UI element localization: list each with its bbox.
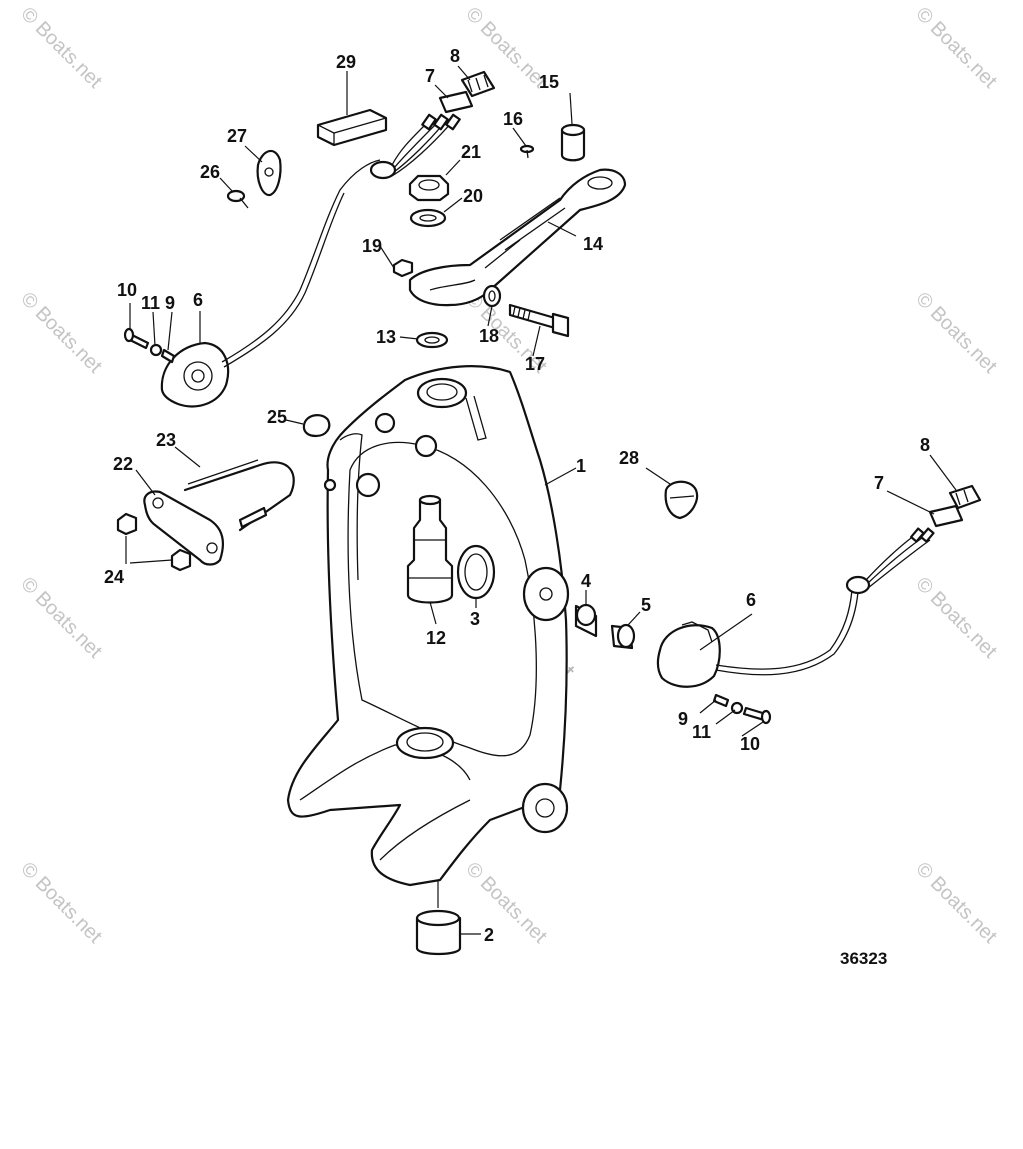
callout-23: 23 xyxy=(156,430,176,450)
nut-24-a xyxy=(116,512,138,536)
bushing-2 xyxy=(415,880,462,956)
figure-number: 36323 xyxy=(840,949,887,968)
watermark: © Boats.net xyxy=(911,573,1001,663)
callout-28: 28 xyxy=(619,448,639,468)
watermark: © Boats.net xyxy=(16,3,106,93)
connector-8-right xyxy=(948,484,982,510)
spring-9-left xyxy=(160,348,176,364)
steering-arm-14 xyxy=(408,168,627,307)
callout-11-left: 11 xyxy=(141,293,160,313)
watermark: © Boats.net xyxy=(911,858,1001,948)
clip-25 xyxy=(302,414,331,438)
callout-14: 14 xyxy=(583,234,603,254)
callout-12: 12 xyxy=(426,628,446,648)
callout-4: 4 xyxy=(581,571,591,591)
watermark: © Boats.net xyxy=(911,288,1001,378)
callout-29: 29 xyxy=(336,52,356,72)
watermark: © Boats.net xyxy=(16,573,106,663)
washer-13 xyxy=(415,331,449,349)
bushing-5 xyxy=(610,623,636,650)
callout-13: 13 xyxy=(376,327,396,347)
nut-24-b xyxy=(170,548,192,572)
screw-16 xyxy=(519,144,535,159)
callout-3: 3 xyxy=(470,609,480,629)
callout-7-left: 7 xyxy=(425,66,435,86)
callout-9-right: 9 xyxy=(678,709,688,729)
watermark: © Boats.net xyxy=(16,858,106,948)
spring-9-right xyxy=(712,693,730,708)
callout-10-right: 10 xyxy=(740,734,760,754)
washer-20 xyxy=(409,208,447,228)
callout-17: 17 xyxy=(525,354,545,374)
wire-harness-right xyxy=(845,527,935,595)
steering-shaft-12 xyxy=(406,494,454,604)
trim-sender-6-left xyxy=(160,159,381,408)
u-bolt-23 xyxy=(183,459,295,532)
cap-15 xyxy=(560,123,586,162)
o-ring-3 xyxy=(456,544,496,600)
callout-16: 16 xyxy=(503,109,523,129)
connector-8-left xyxy=(460,70,496,98)
connector-7-left xyxy=(438,90,474,114)
callout-20: 20 xyxy=(463,186,483,206)
watermark: © Boats.net xyxy=(911,3,1001,93)
callout-11-right: 11 xyxy=(692,722,711,742)
screw-26 xyxy=(226,189,249,209)
bushing-4 xyxy=(574,603,598,638)
watermark: © Boats.net xyxy=(16,288,106,378)
callout-1: 1 xyxy=(576,456,586,476)
washer-11-left xyxy=(149,343,163,357)
leader-lines xyxy=(125,65,957,935)
bracket-29 xyxy=(316,108,388,147)
callout-7-right: 7 xyxy=(874,473,884,493)
callout-5: 5 xyxy=(641,595,651,615)
callout-6-right: 6 xyxy=(746,590,756,610)
trim-sender-6-right xyxy=(656,589,859,688)
callout-27: 27 xyxy=(227,126,247,146)
washer-18 xyxy=(482,284,502,308)
callout-22: 22 xyxy=(113,454,133,474)
callout-6-left: 6 xyxy=(193,290,203,310)
callout-25: 25 xyxy=(267,407,287,427)
callout-19: 19 xyxy=(362,236,382,256)
gimbal-housing xyxy=(286,365,570,887)
callout-26: 26 xyxy=(200,162,220,182)
callout-labels: 1 2 3 4 5 6 6 7 7 8 8 9 9 10 10 11 11 12… xyxy=(104,46,930,945)
plate-27 xyxy=(256,149,282,197)
callout-18: 18 xyxy=(479,326,499,346)
callout-10-left: 10 xyxy=(117,280,137,300)
callout-9-left: 9 xyxy=(165,293,175,313)
wire-harness-left xyxy=(369,113,461,180)
screw-10-right xyxy=(742,706,772,725)
bolt-17 xyxy=(508,303,570,338)
callout-15: 15 xyxy=(539,72,559,92)
nut-21 xyxy=(408,174,450,202)
callout-24: 24 xyxy=(104,567,124,587)
screw-10-left xyxy=(123,327,150,350)
callout-21: 21 xyxy=(461,142,481,162)
callout-8-right: 8 xyxy=(920,435,930,455)
clamp-28 xyxy=(664,480,699,520)
connector-7-right xyxy=(928,504,964,528)
callout-8-left: 8 xyxy=(450,46,460,66)
callout-2: 2 xyxy=(484,925,494,945)
nut-19 xyxy=(392,258,414,278)
